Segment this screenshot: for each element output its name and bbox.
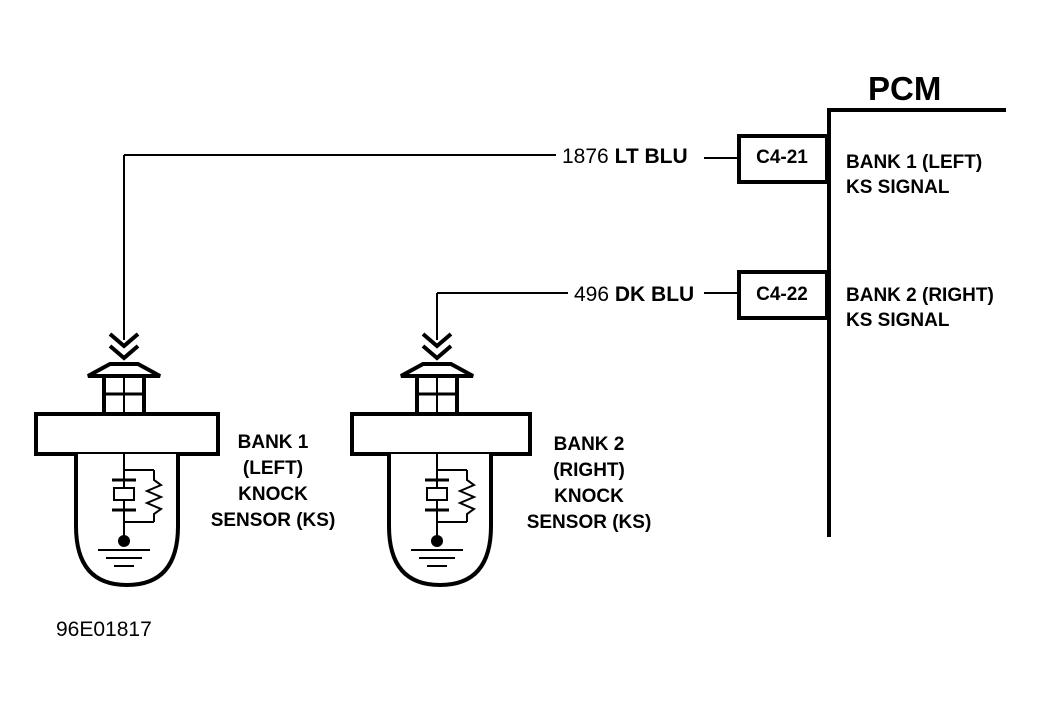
wire-color: LT BLU [614,145,688,168]
knock-sensor-bank-1 [34,332,220,588]
resistor-icon [144,470,164,522]
resistor-icon [457,470,477,522]
signal-line: KS SIGNAL [846,177,950,198]
signal-line: BANK 2 (RIGHT) [846,285,994,306]
signal-line: BANK 1 (LEFT) [846,152,983,173]
signal-label-bank-2: BANK 2 (RIGHT) KS SIGNAL [846,283,994,333]
signal-label-bank-1: BANK 1 (LEFT) KS SIGNAL [846,150,982,200]
wire-number: 496 [574,283,610,306]
piezo-element-icon [425,469,467,523]
sensor-label-bank-1: BANK 1 (LEFT) KNOCK SENSOR (KS) [198,430,348,534]
wire-number: 1876 [562,145,609,168]
figure-code: 96E01817 [56,618,152,641]
sensor-label-line: SENSOR (KS) [210,510,336,531]
sensor-label-line: SENSOR (KS) [526,512,652,533]
connector-chevron-icon [108,332,140,361]
connector-chevron-icon [421,332,453,361]
wire-1876 [123,154,739,340]
ground-icon [98,535,150,567]
wire-496 [436,292,739,340]
connector-pin-label: C4-22 [756,284,808,305]
ground-icon [411,535,463,567]
sensor-label-line: (RIGHT) [553,460,625,481]
sensor-label-line: (LEFT) [242,458,304,479]
sensor-label-bank-2: BANK 2 (RIGHT) KNOCK SENSOR (KS) [514,432,664,536]
sensor-label-line: BANK 1 [237,432,309,453]
connector-box-c4-22 [737,270,829,320]
knock-sensor-bank-2 [350,332,532,588]
wire-label-2: 496 DK BLU [574,283,694,307]
pcm-title: PCM [868,70,942,107]
sensor-label-line: KNOCK [554,486,624,507]
connector-pin-label: C4-21 [756,147,808,168]
signal-line: KS SIGNAL [846,310,950,331]
piezo-element-icon [112,469,154,523]
sensor-label-line: BANK 2 [553,434,625,455]
wire-color: DK BLU [614,283,695,306]
sensor-label-line: KNOCK [238,484,308,505]
wire-label-1: 1876 LT BLU [562,145,688,169]
